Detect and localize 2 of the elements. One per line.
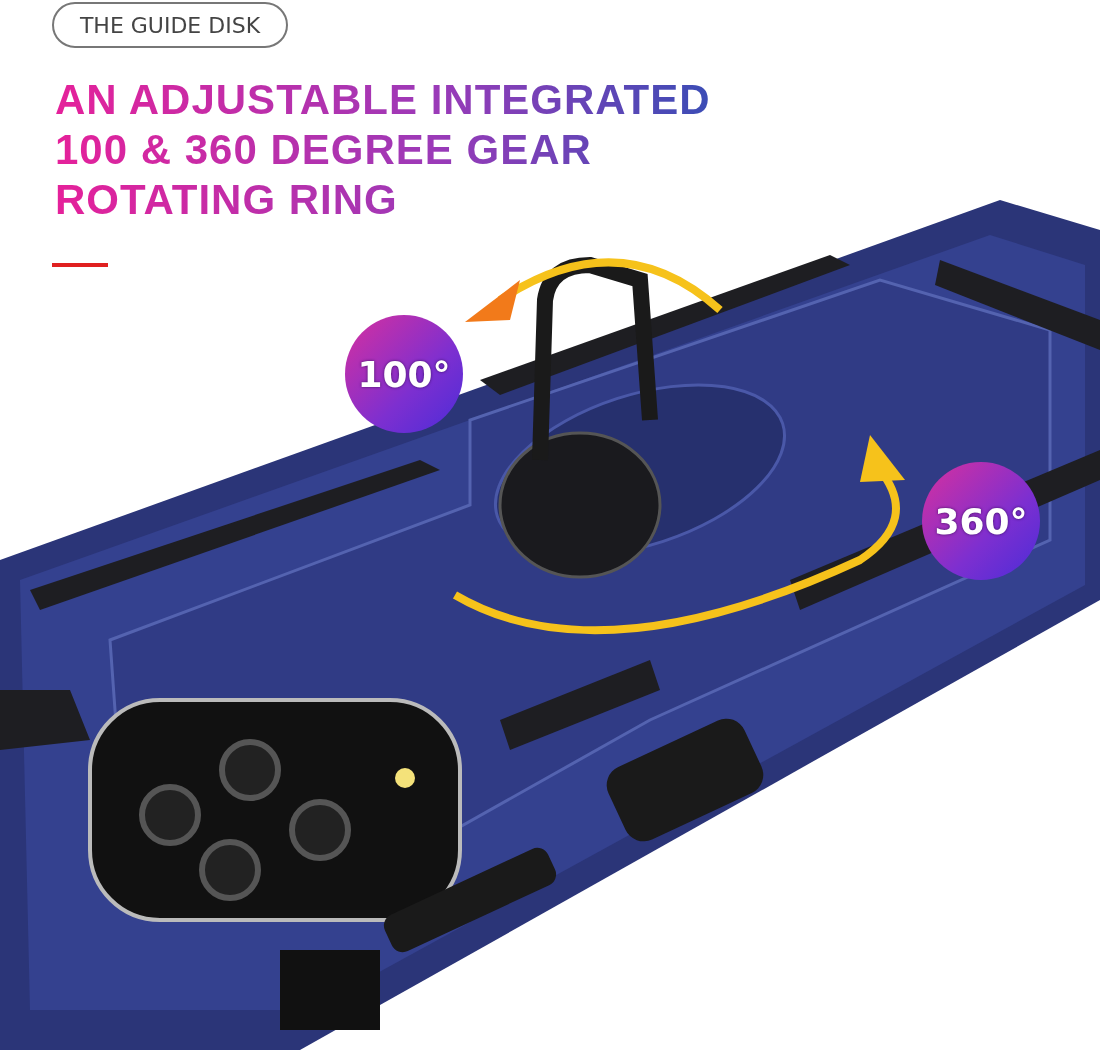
degree-badge: 100° bbox=[345, 315, 463, 433]
label-badge: THE GUIDE DISK bbox=[52, 2, 288, 48]
